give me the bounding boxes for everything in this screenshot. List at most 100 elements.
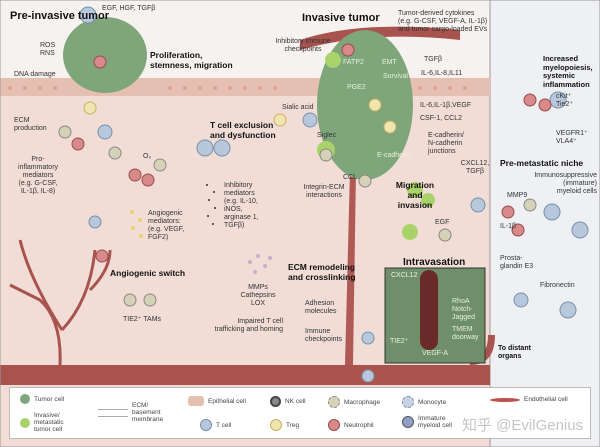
tams-label: TIE2⁺ TAMs [123,316,162,323]
line: iNOS, [224,206,243,213]
neutrophils [71,43,552,263]
line: arginase 1, [224,214,259,221]
endothelial-cell-icon [490,397,520,402]
line: tumor cell [34,426,63,433]
cxcl12-tgfb-label: CXCL12,TGFβ [460,160,490,176]
line: VLA4⁺ [556,138,577,145]
line: Immature [418,415,446,422]
legend-label: Macrophage [344,398,381,406]
legend-label: Tumor cell [34,395,65,403]
il6-il1b-vegf-label: IL-6,IL-1β,VEGF [420,102,472,109]
line: (e.g. IL-10, [224,198,258,205]
line: and crosslinking [288,272,356,282]
o2-label: O₂ [143,153,152,160]
legend-nk: NK cell [270,396,306,407]
line: ECM/ [132,402,149,409]
angiogenic-vessel [9,239,112,366]
e-cadherin-label: E-cadherin [377,152,411,159]
line: cKit⁺ [556,93,572,100]
legend-neutrophil: Neutrophil [328,419,374,431]
pge2-label: PGE2 [347,84,366,91]
emt-label: EMT [382,59,397,66]
legend-monocyte: Monocyte [402,396,446,408]
line: (e.g. VEGF, [148,226,185,233]
inset-vessel [420,270,438,350]
vegfr1-label: VEGFR1⁺VLA4⁺ [556,130,588,146]
line: RhoA [452,298,470,305]
macrophages [58,125,537,307]
line: glandin E3 [500,263,534,270]
rns-label: RNS [40,50,55,57]
tumor-vessel [345,170,356,365]
line: systemic [543,71,576,80]
line: (e.g. G-CSF, [18,180,58,187]
legend-endothelial: Endothelial cell [490,396,568,403]
line: Inhibitory [224,182,253,189]
legend-label: Endothelial cell [524,396,568,403]
line: myelopoiesis, [543,62,593,72]
ckit-label: cKit⁺Tie2⁺ [556,93,573,109]
mmp9-label: MMP9 [507,192,528,199]
t-cells [79,6,589,383]
line: myeloid cell [418,422,452,429]
monocyte-icon [402,396,414,408]
vessel-top [300,26,460,50]
line: Cathepsins [240,292,276,299]
line: Impaired T cell [237,318,283,325]
line: Immune [305,328,331,335]
tumor-cell-icon [20,394,30,404]
survival-label: Survival [383,73,408,80]
epithelial-cells [8,86,467,90]
pre-invasive-tumor-mass [63,17,147,93]
fatp2-label: FATP2 [343,59,364,66]
line: Pro- [31,156,45,163]
treg-icon [270,419,282,431]
line: inflammatory [17,164,59,171]
sialic-acid-label: Sialic acid [282,104,314,111]
line: Prosta- [500,255,523,262]
line: VEGFR1⁺ [556,130,588,137]
line: Tie2⁺ [556,101,574,108]
line: organs [498,353,522,360]
line: Increased [543,54,579,63]
invasive-cell-icon [20,417,30,428]
legend-t-cell: T cell [200,419,231,431]
invasive-tumor-title: Invasive tumor [302,12,380,24]
line: MMPs [248,284,268,291]
line: (immature) [563,180,597,187]
egf-label: EGF [435,219,450,226]
prostaglandin-label: Prosta-glandin E3 [500,255,533,271]
line: and [407,190,423,200]
ros-label: ROS [40,42,56,49]
line: trafficking and homing [214,326,283,333]
tgfb-label: TGFβ [424,56,443,63]
dna-damage-label: DNA damage [14,71,56,78]
line: Angiogenic [148,210,183,217]
line: Integrin-ECM [303,184,345,191]
line: mediators: [148,218,181,225]
line: FGF2) [148,234,169,241]
line: N-cadherin [428,140,463,147]
ecm-icon [98,408,128,417]
line: Tumor-derived cytokines [398,10,475,17]
line: checkpoints [305,336,342,343]
line: metastatic [34,419,64,426]
line: interactions [306,192,342,199]
legend-label: Neutrophil [344,421,374,429]
line: myeloid cells [556,188,597,195]
inhibitory-mediator-dots [206,184,216,225]
blood-vessel [0,365,490,385]
line: molecules [305,308,337,315]
